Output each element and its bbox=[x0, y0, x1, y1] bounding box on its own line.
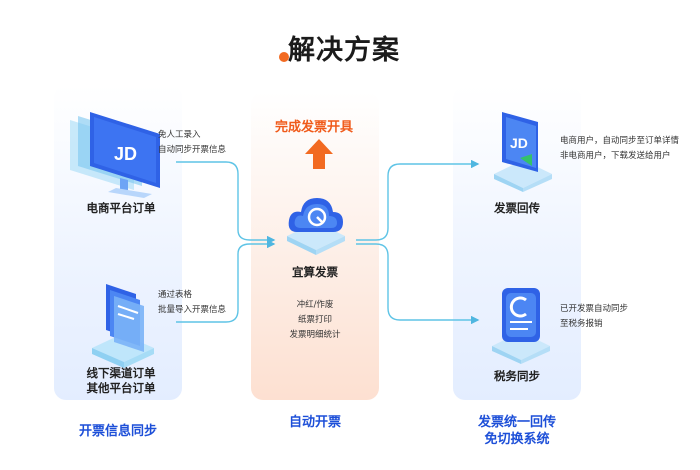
title-accent-dot bbox=[279, 52, 289, 62]
tax-note-2: 至税务报销 bbox=[560, 319, 603, 329]
unified-return-footer-line2: 免切换系统 bbox=[484, 432, 550, 447]
offline-orders-label: 线下渠道订单 其他平台订单 bbox=[66, 366, 176, 396]
offline-orders-label-line1: 线下渠道订单 bbox=[86, 366, 156, 380]
feature-stats: 发票明细统计 bbox=[289, 330, 341, 340]
connector-offline-to-invoice bbox=[176, 239, 276, 323]
complete-invoicing-title: 完成发票开具 bbox=[275, 120, 354, 135]
cloud-invoice-icon bbox=[287, 198, 345, 255]
page-title: 解决方案 bbox=[288, 35, 400, 66]
ecommerce-note-2: 自动同步开票信息 bbox=[158, 145, 227, 155]
unified-return-footer-line1: 发票统一回传 bbox=[477, 415, 556, 430]
connector-invoice-to-tax bbox=[356, 243, 480, 325]
document-jd-icon: JD bbox=[494, 112, 552, 192]
arrow-up-icon bbox=[305, 139, 333, 169]
monitor-jd-icon: JD bbox=[70, 112, 160, 198]
tax-server-icon bbox=[492, 288, 550, 364]
feature-void: 冲红/作废 bbox=[296, 300, 334, 310]
invoice-sync-footer: 开票信息同步 bbox=[78, 424, 157, 439]
offline-note-2: 批量导入开票信息 bbox=[158, 305, 227, 315]
svg-text:JD: JD bbox=[510, 135, 528, 151]
ecommerce-orders-label: 电商平台订单 bbox=[86, 201, 156, 215]
offline-orders-label-line2: 其他平台订单 bbox=[86, 381, 156, 395]
tax-note-1: 已开发票自动同步 bbox=[560, 304, 629, 314]
connector-ecommerce-to-invoice bbox=[176, 161, 276, 245]
invoice-return-label: 发票回传 bbox=[494, 201, 540, 215]
unified-return-footer: 发票统一回传 免切换系统 bbox=[453, 414, 581, 448]
offline-note-1: 通过表格 bbox=[158, 290, 193, 300]
svg-text:JD: JD bbox=[114, 144, 137, 164]
connector-invoice-to-return bbox=[356, 159, 480, 241]
card-stack-icon bbox=[92, 284, 154, 368]
ecommerce-note-1: 免人工录入 bbox=[158, 130, 201, 140]
tax-sync-label: 税务同步 bbox=[494, 369, 540, 383]
auto-invoice-footer: 自动开票 bbox=[288, 415, 341, 430]
return-note-2: 非电商用户，下载发送给用户 bbox=[560, 151, 671, 161]
return-note-1: 电商用户，自动同步至订单详情 bbox=[560, 136, 680, 146]
product-name-label: 宜算发票 bbox=[292, 265, 338, 279]
feature-print: 纸票打印 bbox=[297, 315, 332, 325]
